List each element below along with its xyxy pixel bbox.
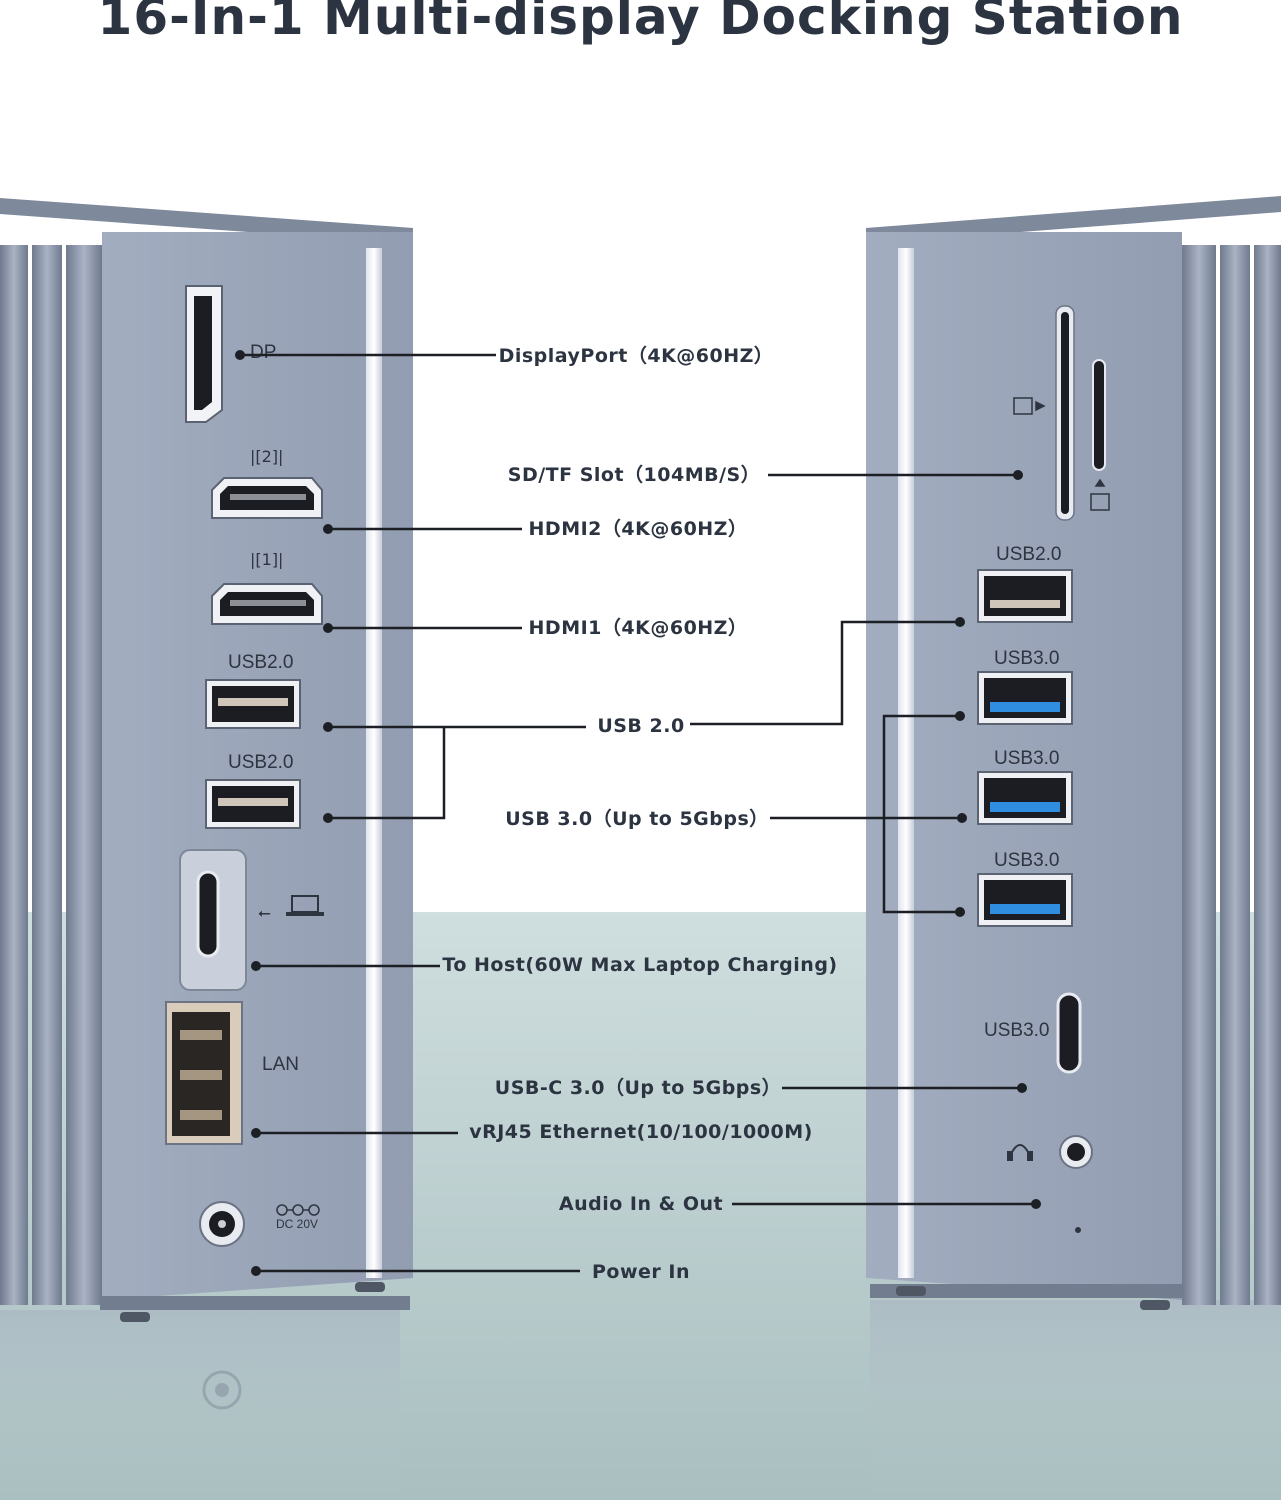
- dp-port-label: DP: [250, 342, 276, 363]
- leader-lines: [240, 353, 1036, 1273]
- usb3-a-label: USB3.0: [994, 648, 1059, 669]
- tf-card-icon: [1090, 478, 1110, 511]
- callout-rj45: vRJ45 Ethernet(10/100/1000M): [469, 1121, 813, 1143]
- left-usb2-port-bottom: [205, 779, 301, 829]
- usb3-b-label: USB3.0: [994, 748, 1059, 769]
- headphone-icon: [1007, 1144, 1033, 1161]
- usbc-label: USB3.0: [984, 1020, 1049, 1041]
- left-heat-fins: [0, 245, 102, 1305]
- sd-card-slot: [1055, 305, 1075, 521]
- usb3-port-b: [977, 771, 1073, 825]
- callout-usb30: USB 3.0（Up to 5Gbps）: [505, 808, 769, 830]
- callout-power-in: Power In: [592, 1261, 690, 1283]
- rj45-port: [165, 1001, 243, 1145]
- usb3-c-label: USB3.0: [994, 850, 1059, 871]
- hdmi1-port: |[1]|: [211, 550, 323, 625]
- tf-card-slot: [1092, 359, 1106, 471]
- right-heat-fins: [1182, 245, 1281, 1305]
- left-reflection: [0, 1310, 400, 1500]
- callout-sd-tf-slot: SD/TF Slot（104MB/S）: [507, 464, 761, 486]
- callout-usb20: USB 2.0: [597, 715, 685, 737]
- audio-jack: [1059, 1135, 1093, 1169]
- dc-power-jack: [199, 1201, 245, 1247]
- reflection-power-jack: [202, 1370, 242, 1410]
- right-usb-c-port: [1056, 992, 1082, 1074]
- dc-port-label: DC 20V: [276, 1217, 318, 1231]
- lan-port-label: LAN: [262, 1054, 299, 1075]
- page-title: 16-In-1 Multi-display Docking Station: [97, 0, 1184, 46]
- sd-card-icon: [1013, 397, 1046, 415]
- left-dock-unit: |[2]| |[1]|: [0, 198, 413, 1322]
- usb3-port-c: [977, 873, 1073, 927]
- left-usb2-port-top: [205, 679, 301, 729]
- usb3-port-a: [977, 671, 1073, 725]
- left-usb2-bottom-label: USB2.0: [228, 752, 293, 773]
- host-laptop-icon: ⭠: [258, 895, 324, 922]
- dc-polarity-icon: [276, 1204, 320, 1216]
- callout-audio: Audio In & Out: [558, 1193, 724, 1215]
- callout-hdmi2: HDMI2（4K@60HZ）: [528, 518, 748, 540]
- left-usb2-top-label: USB2.0: [228, 652, 293, 673]
- svg-text:|[1]|: |[1]|: [250, 550, 283, 569]
- callout-to-host: To Host(60W Max Laptop Charging): [442, 954, 838, 976]
- svg-text:⭠: ⭠: [258, 903, 271, 922]
- svg-text:|[2]|: |[2]|: [250, 447, 283, 466]
- right-usb2-label: USB2.0: [996, 544, 1061, 565]
- displayport-port: [185, 285, 223, 423]
- right-dock-unit: USB2.0 USB3.0 USB3.0 USB3.0 USB3.0: [866, 196, 1281, 1310]
- right-usb2-port: [977, 569, 1073, 623]
- callout-usbc30: USB-C 3.0（Up to 5Gbps）: [494, 1077, 782, 1099]
- leader-dots: [235, 350, 1041, 1276]
- status-led: [1075, 1227, 1081, 1233]
- callout-displayport: DisplayPort（4K@60HZ）: [498, 345, 774, 367]
- right-reflection: [870, 1300, 1281, 1500]
- usb-c-host-port: [179, 849, 247, 991]
- callout-hdmi1: HDMI1（4K@60HZ）: [528, 617, 748, 639]
- hdmi2-port: |[2]|: [211, 447, 323, 519]
